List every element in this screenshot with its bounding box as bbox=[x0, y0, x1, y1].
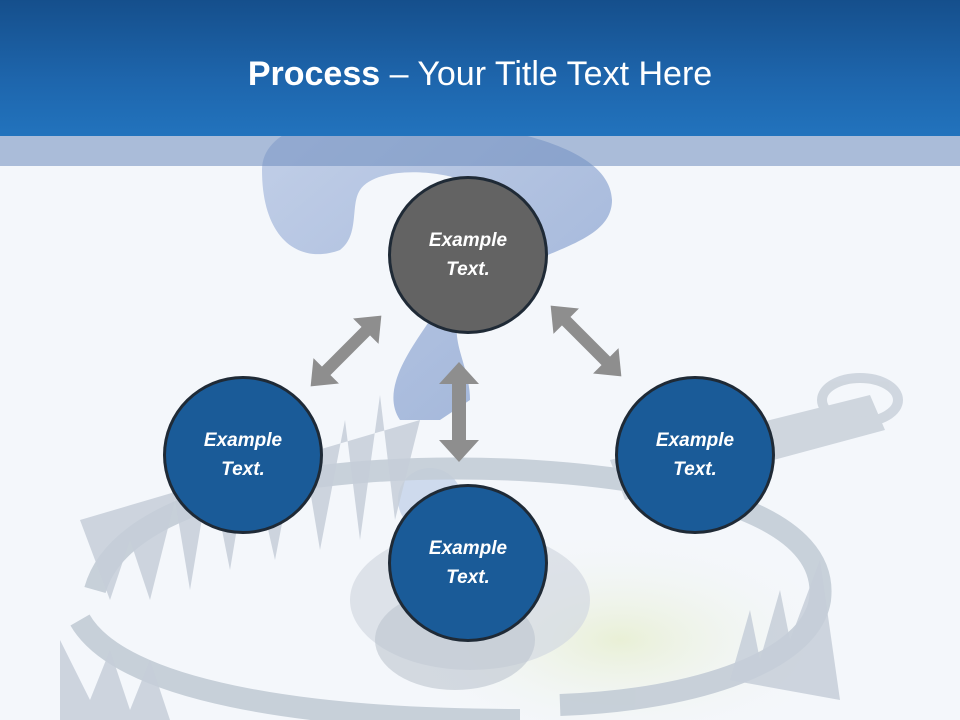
process-node-right: Example Text. bbox=[615, 376, 775, 534]
node-right-label: Example Text. bbox=[655, 430, 735, 480]
double-arrow-left-icon bbox=[310, 315, 382, 387]
process-node-left: Example Text. bbox=[163, 376, 323, 534]
node-left-label: Example Text. bbox=[203, 430, 283, 480]
slide-title: Process – Your Title Text Here bbox=[0, 52, 960, 96]
node-top-label: Example Text. bbox=[428, 230, 508, 280]
double-arrow-vertical-icon bbox=[439, 362, 479, 462]
process-node-top: Example Text. bbox=[388, 176, 548, 334]
process-node-bottom: Example Text. bbox=[388, 484, 548, 642]
title-rest: – Your Title Text Here bbox=[380, 55, 713, 93]
title-bold: Process bbox=[247, 55, 381, 93]
title-bar-band bbox=[0, 136, 960, 166]
node-bottom-label: Example Text. bbox=[428, 538, 508, 588]
title-bar bbox=[0, 0, 960, 136]
double-arrow-right-icon bbox=[550, 305, 622, 377]
